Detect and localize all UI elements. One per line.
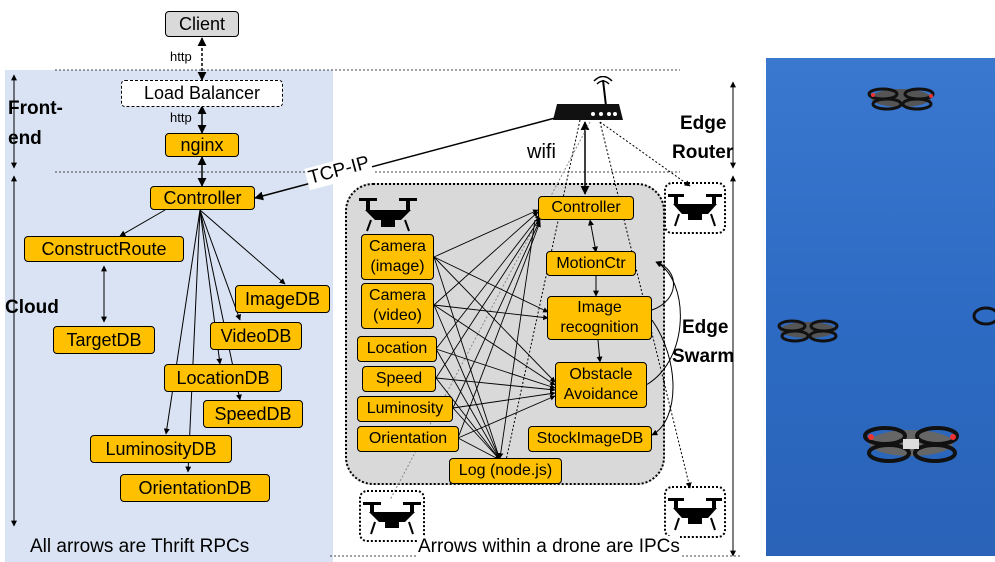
load-balancer-box: Load Balancer	[121, 80, 283, 107]
sensor-camera-video: Camera (video)	[361, 283, 434, 329]
stock-image-db: StockImageDB	[528, 426, 652, 452]
sensor-orientation: Orientation	[357, 426, 459, 452]
luminosity-db: LuminosityDB	[90, 435, 232, 463]
client-box: Client	[165, 11, 239, 37]
photo-drones	[777, 87, 995, 463]
drone-icon	[777, 319, 839, 343]
log-nodejs: Log (node.js)	[449, 458, 562, 484]
edge-router-label-1: Edge	[680, 113, 727, 134]
image-db: ImageDB	[235, 285, 330, 313]
target-db: TargetDB	[53, 326, 155, 354]
nginx-box: nginx	[165, 133, 239, 157]
http-label-mid: http	[170, 110, 192, 125]
edge-swarm-label-2: Swarm	[672, 346, 735, 367]
construct-route: ConstructRoute	[24, 236, 184, 262]
drone-controller: Controller	[538, 196, 634, 220]
drone-icon	[664, 182, 726, 234]
frontend-label-2: end	[8, 128, 42, 149]
wifi-label: wifi	[527, 141, 556, 163]
drone-icon	[664, 486, 726, 538]
drone-icon	[972, 306, 995, 326]
location-db: LocationDB	[164, 364, 282, 392]
http-label-top: http	[170, 49, 192, 64]
orientation-db: OrientationDB	[120, 474, 270, 502]
drone-icon	[867, 87, 935, 111]
image-recognition: Image recognition	[547, 296, 652, 340]
cloud-label: Cloud	[5, 297, 59, 318]
drone-photo	[766, 58, 995, 556]
cloud-controller: Controller	[150, 186, 255, 210]
drone-icon	[863, 426, 959, 463]
sensor-location: Location	[357, 336, 437, 362]
obstacle-avoidance: Obstacle Avoidance	[555, 362, 647, 408]
video-db: VideoDB	[210, 322, 302, 350]
sensor-luminosity: Luminosity	[357, 396, 453, 422]
sensor-speed: Speed	[362, 366, 436, 392]
footer-right-note: Arrows within a drone are IPCs	[418, 536, 680, 558]
footer-left-note: All arrows are Thrift RPCs	[30, 536, 250, 557]
frontend-label-1: Front-	[8, 98, 63, 119]
drone-icon	[359, 490, 425, 542]
drone-icon	[357, 194, 419, 232]
sensor-camera-image: Camera (image)	[361, 234, 434, 280]
edge-router-label-2: Router	[672, 142, 734, 163]
motion-ctr: MotionCtr	[546, 251, 636, 276]
router-icon	[553, 75, 625, 124]
edge-swarm-label-1: Edge	[682, 317, 729, 338]
speed-db: SpeedDB	[203, 400, 303, 428]
